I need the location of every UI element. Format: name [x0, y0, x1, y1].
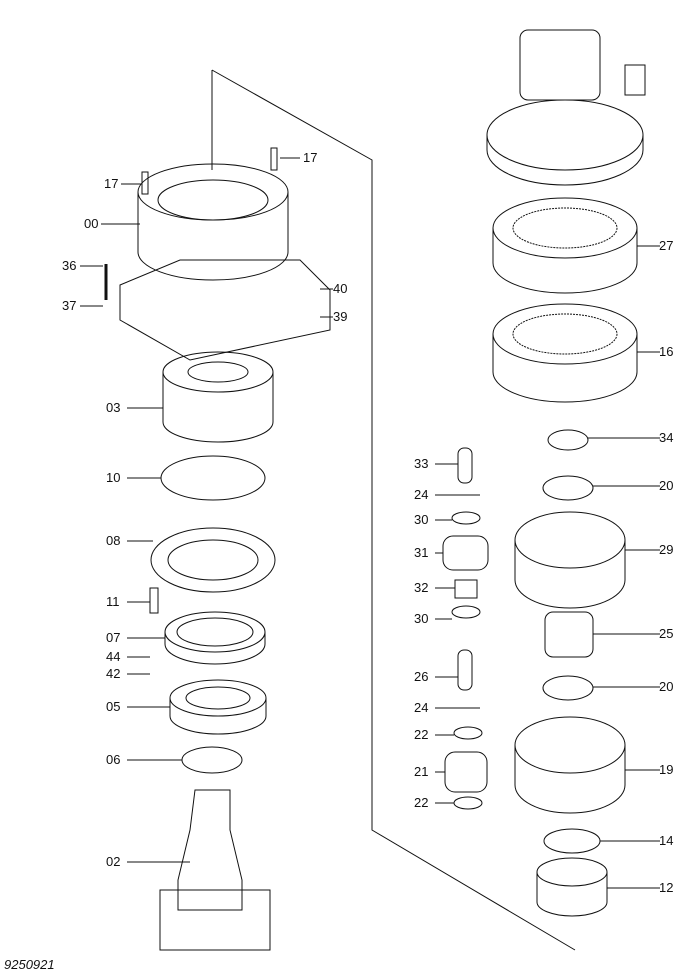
callout-label: 16: [659, 344, 674, 359]
callout-label: 06: [106, 752, 121, 767]
callout-label: 44: [106, 649, 121, 664]
sun-gear-34: [547, 429, 589, 451]
callout-label: 26: [414, 669, 429, 684]
callout-label: 20: [659, 679, 674, 694]
callout-label: 17: [104, 176, 119, 191]
housing-00: [119, 163, 331, 361]
callout-label: 22: [414, 727, 429, 742]
callout-label: 25: [659, 626, 674, 641]
callout-label: 32: [414, 580, 429, 595]
bearing-05: [169, 679, 267, 735]
callout-label: 31: [414, 545, 429, 560]
seal-07: [164, 611, 266, 665]
pin-17: [270, 147, 278, 171]
callout-label: 14: [659, 833, 674, 848]
cover-08: [150, 527, 276, 593]
leader-lines: [80, 157, 660, 889]
callout-label: 24: [414, 487, 429, 502]
ring-30: [451, 511, 481, 525]
carrier-29: [514, 511, 626, 609]
callout-label: 33: [414, 456, 429, 471]
snap-ring-14: [543, 828, 601, 854]
plate-06: [181, 746, 243, 774]
thrust-plate-20: [542, 475, 594, 501]
callout-label: 27: [659, 238, 674, 253]
ring-30: [451, 605, 481, 619]
callout-label: 24: [414, 700, 429, 715]
callout-label: 11: [106, 594, 120, 609]
callout-label: 34: [659, 430, 674, 445]
swing-motor-part: [486, 29, 646, 186]
pin-17: [141, 171, 149, 195]
diagram-id: 9250921: [4, 957, 55, 972]
callout-label: 42: [106, 666, 121, 681]
callout-label: 37: [62, 298, 77, 313]
ring-gear-16: [492, 303, 638, 403]
callout-label: 03: [106, 400, 121, 415]
callout-label: 36: [62, 258, 77, 273]
callout-label: 30: [414, 611, 429, 626]
callout-label: 08: [106, 533, 121, 548]
planet-gear-31: [442, 535, 489, 571]
washer-22: [453, 796, 483, 810]
pinion-shaft-02: [159, 789, 271, 951]
callout-label: 29: [659, 542, 674, 557]
callout-label: 40: [333, 281, 348, 296]
callout-label: 30: [414, 512, 429, 527]
callout-label: 10: [106, 470, 121, 485]
bolt-11: [149, 587, 159, 614]
callout-label: 02: [106, 854, 121, 869]
callout-label: 21: [414, 764, 429, 779]
carrier-19: [514, 716, 626, 814]
assembly-guide-line: [211, 69, 576, 951]
callout-label: 07: [106, 630, 121, 645]
washer-22: [453, 726, 483, 740]
callout-label: 00: [84, 216, 99, 231]
callout-label: 20: [659, 478, 674, 493]
thrust-plate-20: [542, 675, 594, 701]
sun-gear-25: [544, 611, 594, 658]
callout-label: 19: [659, 762, 674, 777]
callout-label: 17: [303, 150, 318, 165]
pin-33: [457, 447, 473, 484]
bearing-32: [454, 579, 478, 599]
callout-label: 22: [414, 795, 429, 810]
ring-gear-27: [492, 197, 638, 294]
bearing-12: [536, 857, 608, 917]
bearing-03: [162, 351, 274, 443]
callout-label: 12: [659, 880, 674, 895]
callout-label: 39: [333, 309, 348, 324]
pin-26: [457, 649, 473, 691]
callout-label: 05: [106, 699, 121, 714]
planet-gear-21: [444, 751, 488, 793]
plate-10: [160, 455, 266, 501]
